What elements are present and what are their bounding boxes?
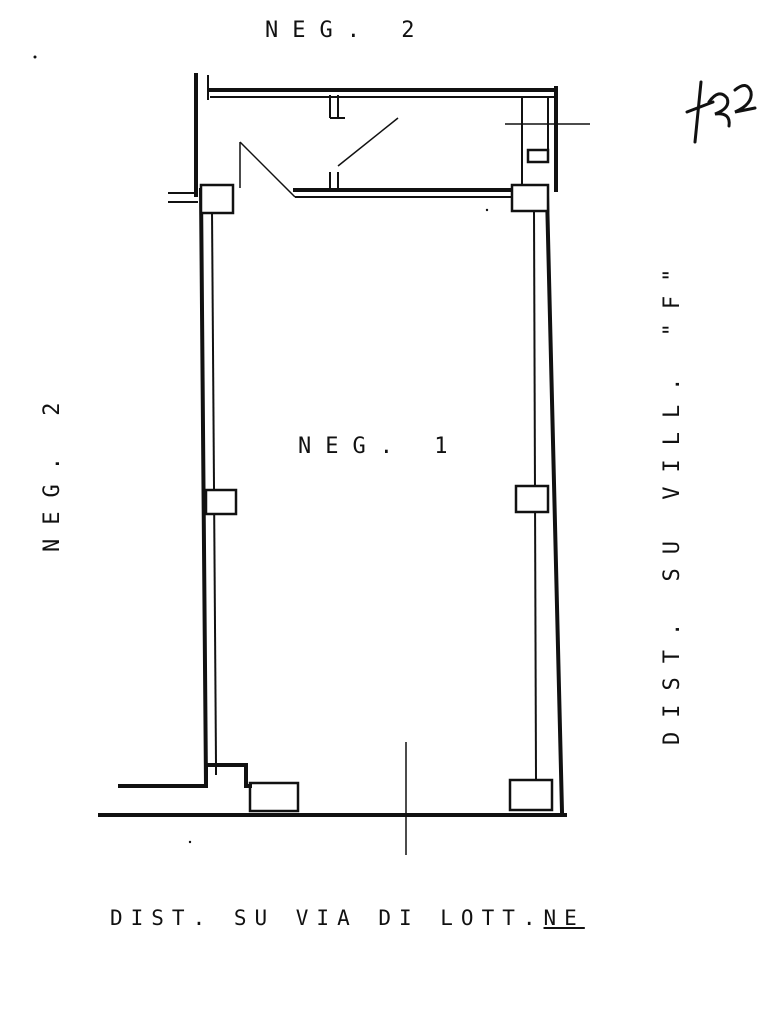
room-label: NEG. 1 <box>298 434 462 459</box>
handwritten-note <box>685 80 757 144</box>
bottom-left-walls <box>118 763 252 788</box>
neighbor-label-top: NEG. 2 <box>265 18 429 43</box>
distance-label-right: DIST. SU VILL. "F" <box>660 254 685 745</box>
top-wall <box>194 73 558 197</box>
distance-label-bottom-suffix: NE <box>543 906 585 930</box>
corridor-partition <box>293 95 517 198</box>
left-wall <box>198 187 217 788</box>
door-swings <box>239 117 399 198</box>
ink-dots <box>33 55 489 844</box>
left-stub <box>168 192 198 203</box>
distance-label-bottom: DIST. SU VIA DI LOTT.NE <box>110 906 585 930</box>
neighbor-label-left: NEG. 2 <box>40 388 65 552</box>
distance-label-bottom-prefix: DIST. SU VIA DI LOTT. <box>110 906 544 930</box>
pillars <box>199 183 554 813</box>
top-right-walls <box>505 97 590 185</box>
